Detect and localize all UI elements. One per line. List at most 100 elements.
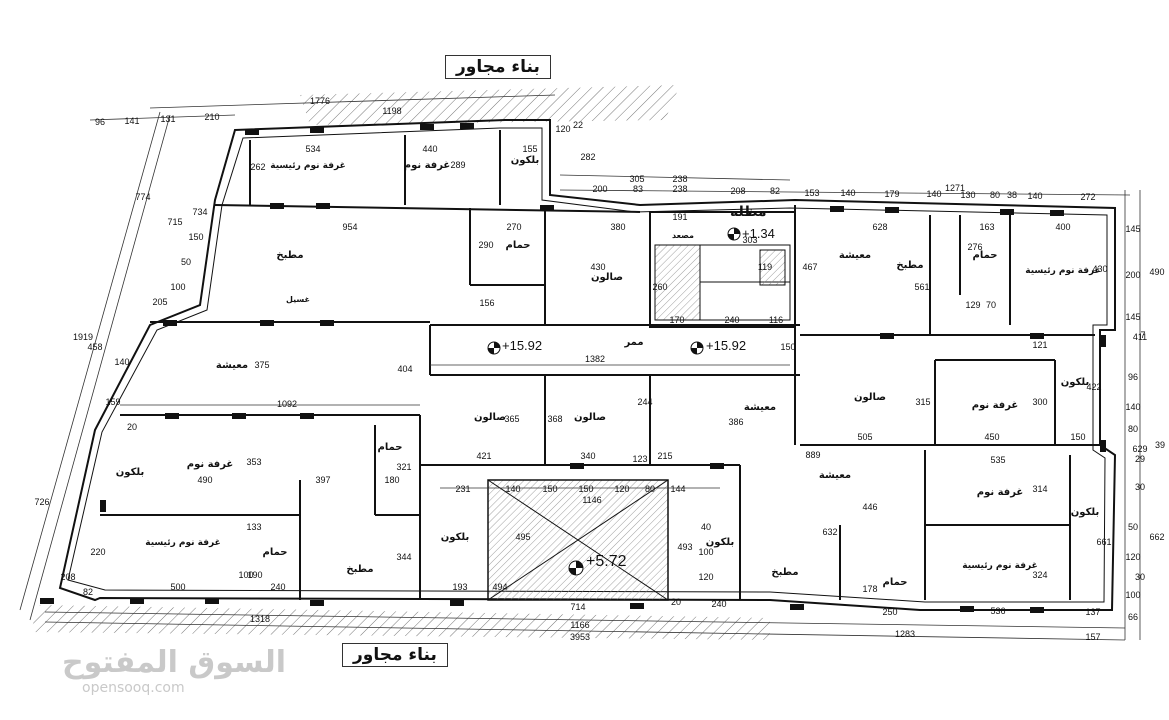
dim-label: 238 [672,184,687,194]
dim-label: 210 [204,112,219,122]
dim-label: 386 [728,417,743,427]
dim-label: 120 [555,124,570,134]
dim-label: 1166 [570,620,589,630]
dim-label: 490 [197,475,212,485]
dim-label: 220 [90,547,105,557]
dim-label: 153 [804,188,819,198]
dimension-labels: 1776 96 141 131 210 1198 534 440 155 120… [34,96,1165,642]
dim-label: 628 [872,222,887,232]
room-salon-top: صالون [591,272,623,283]
dim-label: 500 [170,582,185,592]
dim-label: 324 [1032,570,1047,580]
dim-label: 145 [1125,224,1140,234]
level-void: +5.72 [586,553,627,570]
dim-label: 190 [247,570,262,580]
dim-label: 50 [181,257,191,267]
room-laundry: غسيل [286,295,310,304]
dim-label: 1198 [382,106,401,116]
dim-label: 156 [479,298,494,308]
dim-label: 240 [724,315,739,325]
dim-label: 495 [515,532,530,542]
dim-label: 260 [652,282,667,292]
room-kitchen-right-top: مطبخ [896,260,923,271]
room-balcony-bl: بلكون [116,467,144,478]
dim-label: 344 [396,552,411,562]
level-markers [487,227,741,576]
dim-label: 130 [960,190,975,200]
dim-label: 123 [632,454,647,464]
dim-label: 300 [1032,397,1047,407]
dim-label: 368 [547,414,562,424]
dim-label: 422 [1086,382,1101,392]
room-corridor: ممر [623,337,643,348]
dim-label: 231 [455,484,470,494]
dim-label: 270 [506,222,521,232]
watermark-latin: opensooq.com [82,680,185,696]
dim-label: 340 [580,451,595,461]
dim-label: 493 [677,542,692,552]
room-balcony-tl: بلكون [511,155,539,166]
dim-label: 150 [188,232,203,242]
dim-label: 240 [270,582,285,592]
dim-label: 629 [1132,444,1147,454]
dim-label: 145 [1125,312,1140,322]
dim-label: 80 [990,190,1000,200]
dim-label: 38 [1007,190,1017,200]
room-living-br: معيشة [819,470,851,481]
dim-label: 22 [573,120,583,130]
dim-label: 353 [246,457,261,467]
room-kitchen-tl: مطبخ [276,250,303,261]
room-salon-right: صالون [854,392,886,403]
dim-label: 250 [882,607,897,617]
dim-label: 191 [672,212,687,222]
room-bedroom-right: غرفة نوم [972,400,1019,411]
room-salon-mid-left: صالون [474,412,506,423]
dim-label: 120 [614,484,629,494]
building-outline [58,119,1117,611]
dim-label: 632 [822,527,837,537]
dim-label: 662 [1149,532,1164,542]
dim-label: 163 [979,222,994,232]
dim-label: 150 [578,484,593,494]
dim-label: 205 [152,297,167,307]
dim-label: 954 [342,222,357,232]
dim-label: 141 [124,116,139,126]
dim-label: 375 [254,360,269,370]
dim-label: 100 [238,570,253,580]
dim-label: 315 [915,397,930,407]
dim-label: 215 [657,451,672,461]
dim-label: 889 [805,450,820,460]
dim-label: 289 [450,160,465,170]
dim-label: 129 [965,300,980,310]
dim-label: 305 [629,174,644,184]
dim-label: 467 [802,262,817,272]
dim-label: 490 [1149,267,1164,277]
dim-label: 715 [167,217,182,227]
dim-label: 774 [135,192,150,202]
room-salon-mid: صالون [574,412,606,423]
dim-label: 1318 [250,614,270,624]
dim-label: 120 [698,572,713,582]
dim-label: 458 [87,342,102,352]
dim-label: 30 [1135,482,1145,492]
room-bath-right-top: حمام [973,250,998,261]
dim-label: 140 [505,484,520,494]
window-blocks [40,123,1106,613]
room-living-mid: معيشة [744,402,776,413]
dim-label: 82 [83,587,93,597]
dim-label: 1092 [277,399,297,409]
dim-label: 96 [1128,372,1138,382]
dim-label: 140 [114,357,129,367]
room-bath-top: حمام [506,240,531,251]
dim-label: 440 [422,144,437,154]
dim-label: 726 [34,497,49,507]
dim-label: 400 [1055,222,1070,232]
dimension-lines [19,94,1141,641]
dim-label: 100 [170,282,185,292]
dim-label: 734 [192,207,207,217]
dim-label: 404 [397,364,412,374]
dim-label: 150 [1070,432,1085,442]
dim-label: 534 [305,144,320,154]
dim-label: 321 [396,462,411,472]
